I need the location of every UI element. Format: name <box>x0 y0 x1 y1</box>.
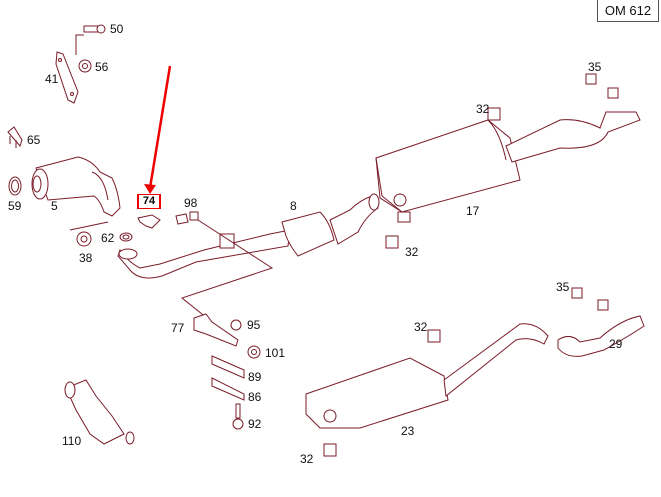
part-label-77[interactable]: 77 <box>171 321 185 335</box>
part-label-65[interactable]: 65 <box>27 133 41 147</box>
part-label-8[interactable]: 8 <box>290 199 297 213</box>
part-label-86[interactable]: 86 <box>248 390 262 404</box>
part-label-92[interactable]: 92 <box>248 417 262 431</box>
part-label-32d[interactable]: 32 <box>300 452 314 466</box>
part-label-98[interactable]: 98 <box>184 196 198 210</box>
particulate-filter-110-icon <box>65 379 125 445</box>
gasket-74-icon <box>137 214 161 229</box>
part-label-29[interactable]: 29 <box>609 337 623 351</box>
part-label-95[interactable]: 95 <box>247 318 261 332</box>
part-label-35b[interactable]: 35 <box>556 280 570 294</box>
part-label-59[interactable]: 59 <box>8 199 22 213</box>
part-label-62[interactable]: 62 <box>101 231 115 245</box>
highlighted-part-74[interactable]: 74 <box>137 194 161 209</box>
part-label-32a[interactable]: 32 <box>476 102 490 116</box>
part-label-17[interactable]: 17 <box>466 204 480 218</box>
part-label-101[interactable]: 101 <box>265 346 286 360</box>
part-label-110[interactable]: 110 <box>62 434 82 448</box>
bracket-77-icon <box>193 313 239 347</box>
part-label-41[interactable]: 41 <box>45 72 59 86</box>
part-label-50[interactable]: 50 <box>110 22 124 36</box>
part-label-56[interactable]: 56 <box>95 60 109 74</box>
bolt-50-icon <box>75 24 106 55</box>
engine-code-label: OM 612 <box>597 0 659 22</box>
part-label-38[interactable]: 38 <box>79 251 93 265</box>
part-label-32c[interactable]: 32 <box>414 320 428 334</box>
part-label-5[interactable]: 5 <box>51 199 58 213</box>
part-label-32b[interactable]: 32 <box>405 245 419 259</box>
part-label-23[interactable]: 23 <box>401 424 415 438</box>
bracket-41-icon <box>55 51 79 104</box>
part-label-89[interactable]: 89 <box>248 370 262 384</box>
part-label-35a[interactable]: 35 <box>588 60 602 74</box>
